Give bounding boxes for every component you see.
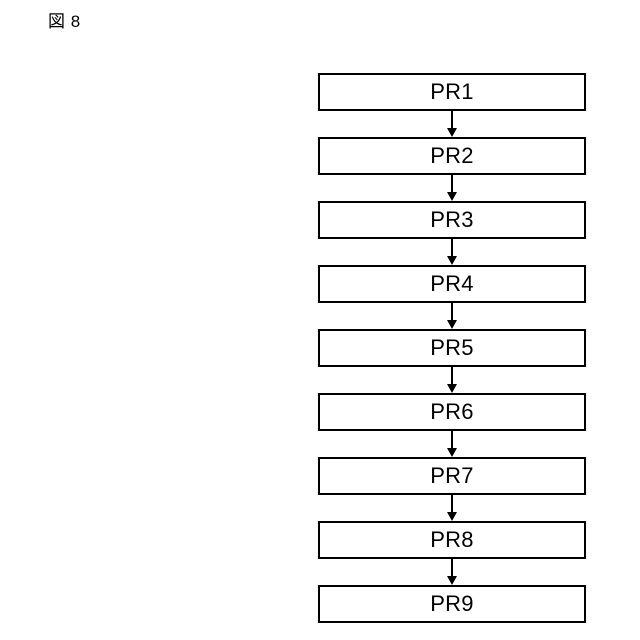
figure-caption: 図 8: [48, 12, 81, 31]
arrow-stem: [451, 431, 453, 450]
arrow-head-icon: [447, 576, 457, 585]
arrow-head-icon: [447, 384, 457, 393]
flow-step: PR7: [318, 457, 586, 495]
flow-step: PR2: [318, 137, 586, 175]
arrow-stem: [451, 495, 453, 514]
connector-arrow-pr2-pr3: [318, 175, 586, 201]
connector-arrow-pr5-pr6: [318, 367, 586, 393]
process-box-pr3: PR3: [318, 201, 586, 239]
arrow-head-icon: [447, 128, 457, 137]
arrow-stem: [451, 175, 453, 194]
arrow-head-icon: [447, 192, 457, 201]
process-box-pr4: PR4: [318, 265, 586, 303]
flow-step: PR9: [318, 585, 586, 623]
flowchart-diagram: PR1 PR2 PR3 PR4: [318, 73, 586, 623]
process-box-pr5: PR5: [318, 329, 586, 367]
process-box-label: PR7: [430, 463, 474, 488]
arrow-stem: [451, 303, 453, 322]
flow-step: PR8: [318, 521, 586, 559]
arrow-head-icon: [447, 512, 457, 521]
process-box-label: PR1: [430, 79, 474, 104]
process-box-label: PR6: [430, 399, 474, 424]
flow-step: PR1: [318, 73, 586, 111]
process-box-label: PR9: [430, 591, 474, 616]
process-box-label: PR8: [430, 527, 474, 552]
arrow-head-icon: [447, 320, 457, 329]
arrow-head-icon: [447, 448, 457, 457]
arrow-stem: [451, 111, 453, 130]
process-box-pr1: PR1: [318, 73, 586, 111]
arrow-head-icon: [447, 256, 457, 265]
connector-arrow-pr1-pr2: [318, 111, 586, 137]
connector-arrow-pr3-pr4: [318, 239, 586, 265]
connector-arrow-pr7-pr8: [318, 495, 586, 521]
arrow-stem: [451, 559, 453, 578]
connector-arrow-pr6-pr7: [318, 431, 586, 457]
flow-step: PR6: [318, 393, 586, 431]
process-box-pr9: PR9: [318, 585, 586, 623]
flow-step: PR5: [318, 329, 586, 367]
process-box-pr2: PR2: [318, 137, 586, 175]
process-box-pr8: PR8: [318, 521, 586, 559]
connector-arrow-pr4-pr5: [318, 303, 586, 329]
flow-step: PR4: [318, 265, 586, 303]
arrow-stem: [451, 367, 453, 386]
process-box-pr6: PR6: [318, 393, 586, 431]
process-box-label: PR4: [430, 271, 474, 296]
process-box-label: PR5: [430, 335, 474, 360]
flow-step: PR3: [318, 201, 586, 239]
connector-arrow-pr8-pr9: [318, 559, 586, 585]
process-box-label: PR3: [430, 207, 474, 232]
arrow-stem: [451, 239, 453, 258]
process-box-label: PR2: [430, 143, 474, 168]
process-box-pr7: PR7: [318, 457, 586, 495]
